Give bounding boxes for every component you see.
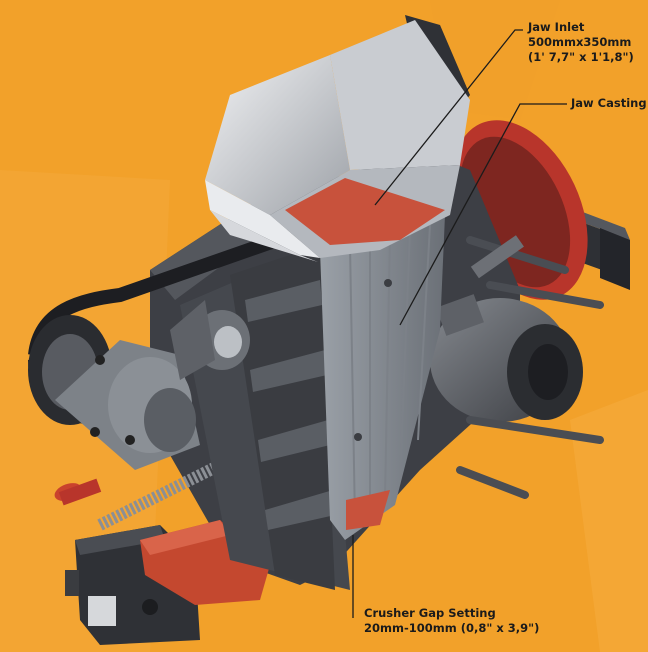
jaw-inlet-title: Jaw Inlet xyxy=(528,20,585,34)
crusher-gap-highlight xyxy=(346,490,390,530)
crusher-gap-title: Crusher Gap Setting xyxy=(364,606,496,620)
jaw-inlet-callout: Jaw Inlet 500mmx350mm (1' 7,7" x 1'1,8") xyxy=(528,20,634,65)
jaw-inlet-size-imperial: (1' 7,7" x 1'1,8") xyxy=(528,50,634,64)
jaw-casting-callout: Jaw Casting xyxy=(571,96,647,111)
side-frame-plate xyxy=(170,245,350,590)
jaw-inlet-size-metric: 500mmx350mm xyxy=(528,35,632,49)
gear-motor xyxy=(55,340,200,470)
electric-motor xyxy=(430,294,583,422)
jaw-casting xyxy=(320,215,445,540)
gap-adjuster xyxy=(54,454,233,531)
tension-rods xyxy=(456,236,604,499)
feed-hopper xyxy=(205,20,470,262)
crusher-gap-callout: Crusher Gap Setting 20mm-100mm (0,8" x 3… xyxy=(364,606,539,636)
front-base-block xyxy=(65,525,200,645)
callout-leaders xyxy=(352,29,567,618)
jaw-casting-title: Jaw Casting xyxy=(571,96,647,110)
crusher-gap-range: 20mm-100mm (0,8" x 3,9") xyxy=(364,621,540,635)
spring-right xyxy=(470,235,524,279)
